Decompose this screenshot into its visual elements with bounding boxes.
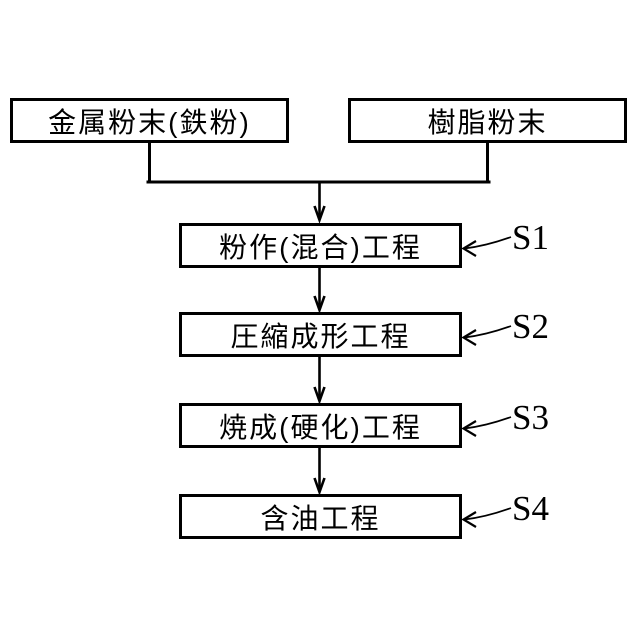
arrowhead-to-s3 xyxy=(313,386,326,405)
merge-connector xyxy=(146,140,491,184)
process-box-s4: 含油工程 xyxy=(179,494,462,539)
arrowhead-to-s2 xyxy=(313,295,326,314)
step-tag-s2: S2 xyxy=(512,307,549,346)
arrowhead-to-s4 xyxy=(313,477,326,496)
leader-line-s2 xyxy=(464,325,512,339)
step-tag-s3: S3 xyxy=(512,398,549,437)
process-box-s3-label: 焼成(硬化)工程 xyxy=(219,411,422,443)
process-box-s1: 粉作(混合)工程 xyxy=(179,223,462,268)
leader-arrowhead-s3 xyxy=(461,420,477,437)
process-box-s3: 焼成(硬化)工程 xyxy=(179,403,462,448)
leader-arrowhead-s1 xyxy=(461,240,477,257)
process-box-s2: 圧縮成形工程 xyxy=(179,312,462,357)
leader-line-s1 xyxy=(464,236,512,250)
flow-arrows xyxy=(313,183,326,496)
input-box-resin-powder-label: 樹脂粉末 xyxy=(427,106,548,138)
leader-line-s3 xyxy=(464,416,512,430)
leader-arrowhead-s2 xyxy=(461,329,477,346)
input-box-resin-powder: 樹脂粉末 xyxy=(348,98,627,143)
leader-arrowhead-s4 xyxy=(461,511,477,528)
process-box-s2-label: 圧縮成形工程 xyxy=(230,320,411,352)
step-leader-arrows xyxy=(461,236,512,528)
input-box-metal-powder: 金属粉末(鉄粉) xyxy=(10,98,289,143)
step-tag-s1: S1 xyxy=(512,218,549,257)
process-box-s1-label: 粉作(混合)工程 xyxy=(219,231,422,263)
arrowhead-to-s1 xyxy=(313,205,326,224)
step-tag-s4: S4 xyxy=(512,489,549,528)
input-box-metal-powder-label: 金属粉末(鉄粉) xyxy=(48,106,251,138)
leader-line-s4 xyxy=(464,507,512,521)
process-box-s4-label: 含油工程 xyxy=(260,502,381,534)
